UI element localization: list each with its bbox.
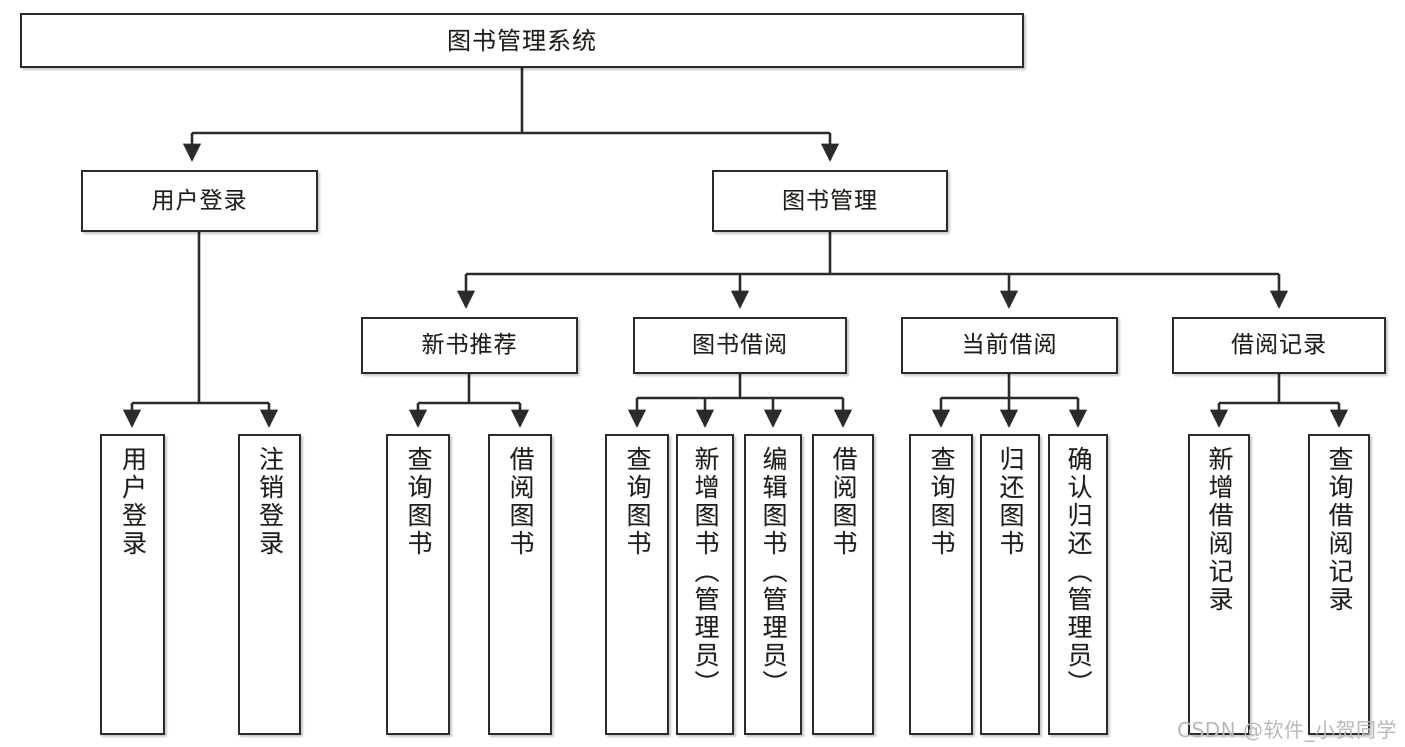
node-label: 查询借阅记录 xyxy=(1325,446,1354,614)
node-current-borrow[interactable]: 当前借阅 xyxy=(901,317,1118,374)
node-root-system[interactable]: 图书管理系统 xyxy=(20,13,1024,68)
node-label: 用户登录 xyxy=(151,187,248,214)
node-leaf-query-book-recommend[interactable]: 查询图书 xyxy=(386,434,450,735)
node-book-borrow[interactable]: 图书借阅 xyxy=(633,317,847,374)
node-label: 借阅图书 xyxy=(829,446,858,558)
node-book-management[interactable]: 图书管理 xyxy=(712,170,948,232)
node-label: 图书管理 xyxy=(782,187,878,214)
node-leaf-borrow-book-recommend[interactable]: 借阅图书 xyxy=(488,434,552,735)
node-label: 查询图书 xyxy=(404,446,433,558)
node-leaf-borrow-book[interactable]: 借阅图书 xyxy=(812,434,874,735)
node-label: 用户登录 xyxy=(118,446,148,558)
node-leaf-return-book[interactable]: 归还图书 xyxy=(980,434,1040,735)
node-leaf-add-borrow-record[interactable]: 新增借阅记录 xyxy=(1188,434,1250,735)
node-label: 确认归还（管理员） xyxy=(1064,446,1093,698)
node-leaf-query-borrow-record[interactable]: 查询借阅记录 xyxy=(1308,434,1370,735)
node-label: 新增图书（管理员） xyxy=(691,446,720,698)
node-label: 注销登录 xyxy=(255,446,285,558)
node-label: 借阅图书 xyxy=(506,446,535,558)
node-leaf-add-book-admin[interactable]: 新增图书（管理员） xyxy=(676,434,734,735)
node-leaf-logout[interactable]: 注销登录 xyxy=(238,434,301,735)
node-leaf-query-book-current[interactable]: 查询图书 xyxy=(909,434,973,735)
node-label: 新增借阅记录 xyxy=(1205,446,1234,614)
node-leaf-query-book-borrow[interactable]: 查询图书 xyxy=(605,434,669,735)
node-leaf-edit-book-admin[interactable]: 编辑图书（管理员） xyxy=(744,434,802,735)
node-label: 当前借阅 xyxy=(961,332,1058,359)
node-label: 归还图书 xyxy=(996,446,1025,558)
node-leaf-confirm-return-admin[interactable]: 确认归还（管理员） xyxy=(1048,434,1108,735)
node-label: 图书借阅 xyxy=(692,332,788,359)
watermark-text: CSDN @软件_小贺同学 xyxy=(1177,718,1397,742)
node-borrow-record[interactable]: 借阅记录 xyxy=(1172,317,1386,374)
node-new-book-recommend[interactable]: 新书推荐 xyxy=(361,317,578,374)
node-label: 查询图书 xyxy=(623,446,652,558)
node-user-login[interactable]: 用户登录 xyxy=(81,170,318,232)
node-label: 图书管理系统 xyxy=(447,26,597,55)
node-label: 编辑图书（管理员） xyxy=(759,446,788,698)
node-label: 查询图书 xyxy=(927,446,956,558)
node-leaf-user-login[interactable]: 用户登录 xyxy=(100,434,165,735)
node-label: 新书推荐 xyxy=(421,332,518,359)
node-label: 借阅记录 xyxy=(1231,332,1327,359)
